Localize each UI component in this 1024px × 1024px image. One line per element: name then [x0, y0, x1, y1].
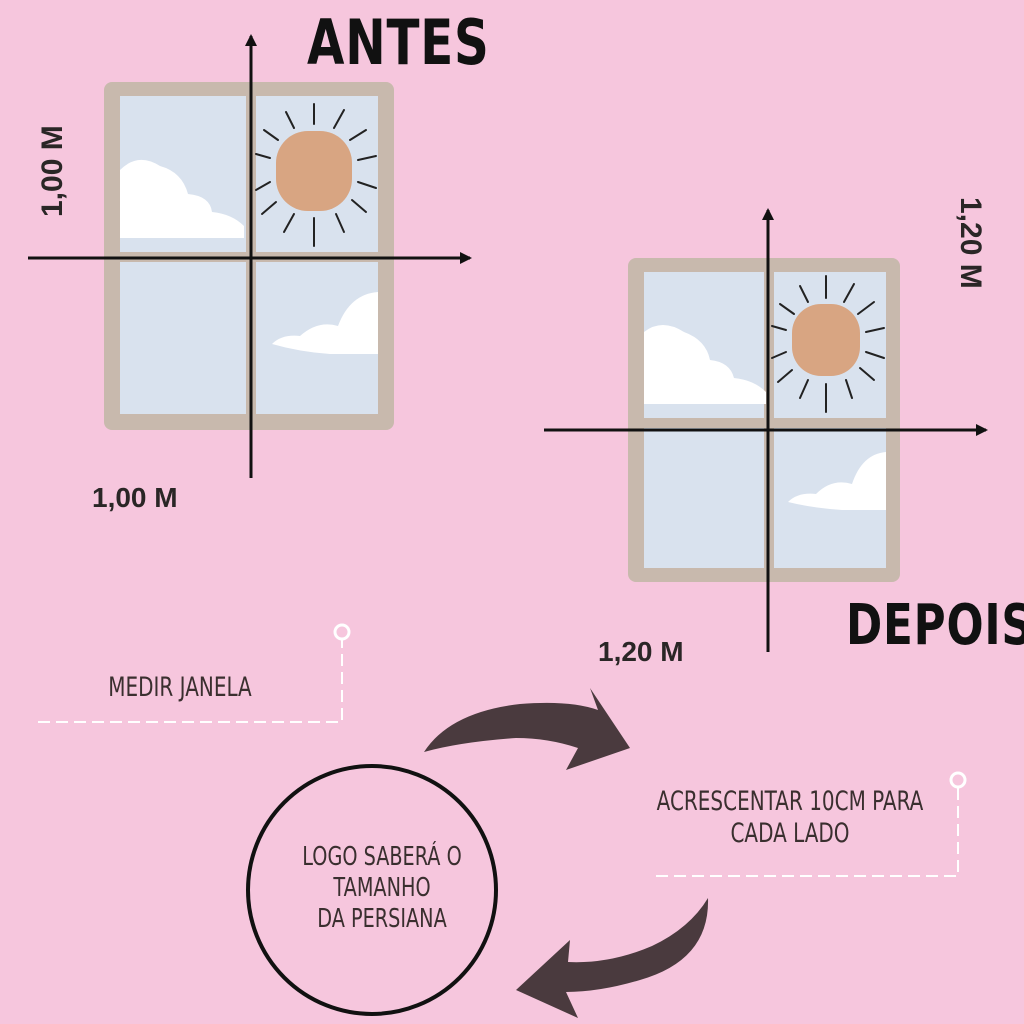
add-connector	[656, 771, 967, 877]
sun-icon	[255, 103, 377, 247]
before-height-label: 1,00 M	[36, 96, 69, 217]
before-title: ANTES	[307, 6, 490, 79]
after-width-label: 1,20 M	[598, 636, 684, 667]
cloud-icon	[272, 292, 378, 354]
step-add-line1: ACRESCENTAR 10CM PARA	[656, 786, 924, 817]
step-result: LOGO SABERÁ O TAMANHO DA PERSIANA	[293, 842, 471, 936]
step-add-line2: CADA LADO	[730, 818, 850, 850]
curved-arrow-top	[424, 688, 630, 770]
after-height-text: 1,20 M	[954, 197, 987, 289]
cloud-icon	[644, 325, 766, 404]
before-width-label: 1,00 M	[92, 482, 178, 513]
cloud-icon	[120, 159, 244, 238]
step-result-line3: DA PERSIANA	[317, 904, 447, 935]
after-height-label: 1,20 M	[952, 196, 987, 316]
measure-connector	[38, 623, 351, 723]
step-add: ACRESCENTAR 10CM PARA CADA LADO	[642, 786, 938, 851]
before-height-text: 1,00 M	[36, 125, 69, 217]
before-window	[28, 34, 472, 478]
step-result-line2: TAMANHO	[333, 873, 431, 904]
after-title: DEPOIS	[846, 593, 1024, 658]
sun-icon	[771, 275, 885, 413]
step-measure: MEDIR JANELA	[108, 672, 252, 703]
curved-arrow-bottom	[516, 898, 709, 1018]
step-result-line1: LOGO SABERÁ O	[302, 842, 462, 872]
after-window	[544, 208, 988, 652]
result-circle	[246, 764, 498, 1016]
cloud-icon	[788, 452, 886, 510]
